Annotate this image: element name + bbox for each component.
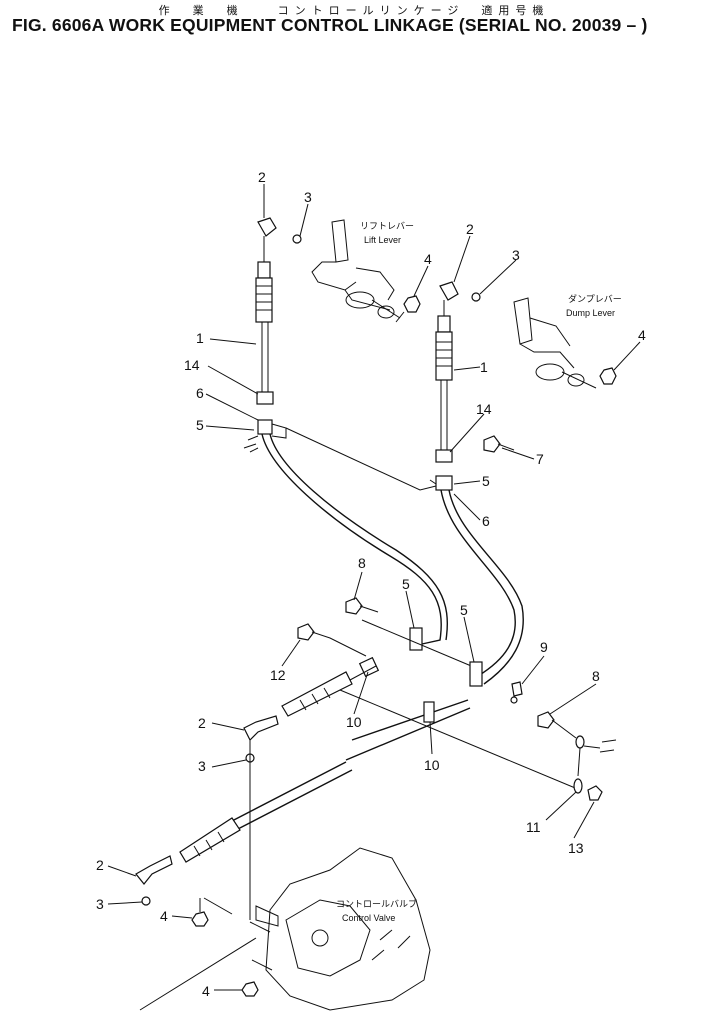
dump-lever-label: ダンプレバー Dump Lever <box>566 293 622 318</box>
callout-1: 1 <box>480 359 488 375</box>
callout-4: 4 <box>638 327 646 343</box>
bolt-8b <box>537 711 617 753</box>
callout-3: 3 <box>198 758 206 774</box>
callout-3: 3 <box>304 189 312 205</box>
callout-14: 14 <box>476 401 492 417</box>
lift-lever-label-en: Lift Lever <box>364 235 401 245</box>
callout-numbers: 2 3 4 1 14 6 5 2 3 4 1 14 7 5 6 8 5 5 9 … <box>96 169 646 999</box>
nut-4a <box>403 295 421 313</box>
bolt-12 <box>297 623 367 657</box>
cable-dump-run <box>440 489 516 677</box>
cable-lower-main <box>135 699 471 885</box>
clamp-5d <box>469 661 483 687</box>
callout-5: 5 <box>482 473 490 489</box>
callout-14: 14 <box>184 357 200 373</box>
figure-title: FIG. 6606A WORK EQUIPMENT CONTROL LINKAG… <box>12 15 648 35</box>
bolt-8a <box>345 597 379 615</box>
control-valve-label-jp: コントロールバルブ <box>336 898 417 909</box>
callout-6: 6 <box>196 385 204 401</box>
bolt-7 <box>483 435 515 453</box>
valve-leader-lines <box>139 897 257 1011</box>
lift-lever-label-jp: リフトレバー <box>360 221 414 231</box>
lift-lever-label: リフトレバー Lift Lever <box>360 221 414 245</box>
lift-lever <box>311 219 405 323</box>
callout-11: 11 <box>526 819 541 835</box>
callout-2: 2 <box>466 221 474 237</box>
nut-4c <box>191 911 209 927</box>
callout-5: 5 <box>402 576 410 592</box>
dump-lever-label-jp: ダンプレバー <box>568 293 622 304</box>
title-japanese: 作 業 機 コントロールリンケージ 適用号機 <box>158 4 550 17</box>
control-valve <box>249 847 431 1011</box>
callout-5: 5 <box>460 602 468 618</box>
cable-lift-run-edge <box>269 433 448 641</box>
bracket-link-line <box>285 427 437 491</box>
callout-12: 12 <box>270 667 286 683</box>
callout-2: 2 <box>96 857 104 873</box>
cable-lift-run <box>261 433 442 645</box>
clamp-5c <box>361 619 477 669</box>
control-valve-label-en: Control Valve <box>342 913 395 923</box>
callout-2: 2 <box>198 715 206 731</box>
callout-2: 2 <box>258 169 266 185</box>
nut-4b <box>599 367 617 385</box>
callout-3: 3 <box>512 247 520 263</box>
callout-4: 4 <box>160 908 168 924</box>
cable-dump-run-edge <box>448 489 524 685</box>
callout-9: 9 <box>540 639 548 655</box>
callout-13: 13 <box>568 840 584 856</box>
callout-10: 10 <box>424 757 440 773</box>
callout-4: 4 <box>424 251 432 267</box>
dump-lever <box>513 297 597 389</box>
callout-1: 1 <box>196 330 204 346</box>
callout-6: 6 <box>482 513 490 529</box>
dump-lever-label-en: Dump Lever <box>566 308 615 318</box>
ring-3b <box>471 292 481 302</box>
callout-4: 4 <box>202 983 210 999</box>
callout-10: 10 <box>346 714 362 730</box>
pin-11 <box>573 747 583 794</box>
callout-3: 3 <box>96 896 104 912</box>
ring-3d <box>141 896 151 906</box>
ring-3a <box>292 234 302 244</box>
callout-8: 8 <box>592 668 600 684</box>
nut-13 <box>587 785 603 801</box>
nut-4d <box>241 981 259 997</box>
leader-lines <box>107 184 641 991</box>
control-valve-label: コントロールバルブ Control Valve <box>336 898 417 923</box>
nut-9 <box>510 681 523 704</box>
cable-dump-upper <box>429 281 459 491</box>
callout-8: 8 <box>358 555 366 571</box>
callout-5: 5 <box>196 417 204 433</box>
cable-lower-upper <box>243 656 581 791</box>
callout-7: 7 <box>536 451 544 467</box>
cable-lift-upper <box>243 217 287 453</box>
